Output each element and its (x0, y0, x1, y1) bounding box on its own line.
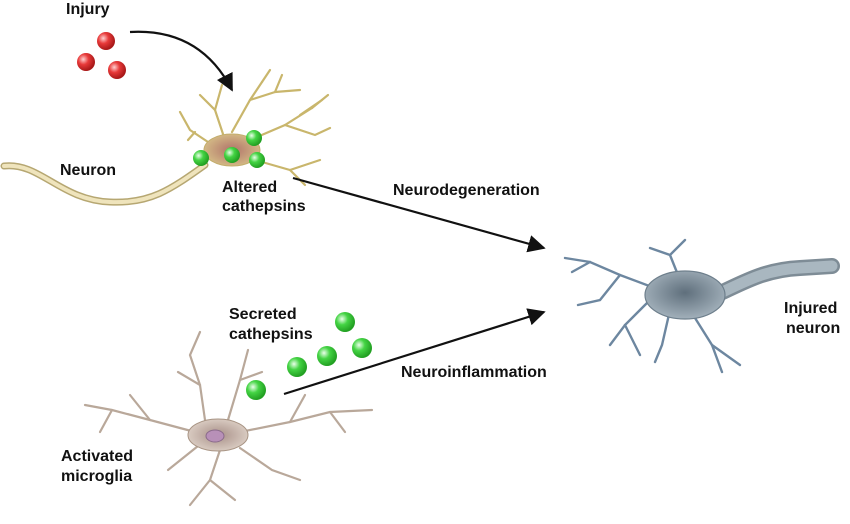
injury-arrow (129, 30, 233, 92)
label-altered-2: cathepsins (222, 198, 306, 215)
altered-cathepsin-particles (193, 130, 265, 168)
injury-particles (77, 32, 126, 79)
cathepsin-particle (287, 357, 307, 377)
injured-neuron (563, 238, 840, 374)
neuroinflammation-arrow (283, 308, 546, 396)
label-injured-1: Injured (784, 300, 838, 317)
activated-microglia (83, 330, 374, 507)
cathepsin-particle (335, 312, 355, 332)
cathepsin-particle (317, 346, 337, 366)
secreted-cathepsin-particles (246, 312, 372, 400)
healthy-neuron (0, 68, 332, 206)
injury-particle (97, 32, 115, 50)
label-microglia-2: microglia (61, 468, 133, 485)
injury-particle (77, 53, 95, 71)
label-neuron: Neuron (60, 162, 116, 179)
neurodegeneration-arrow (292, 176, 546, 253)
cathepsin-particle (193, 150, 209, 166)
label-neuroinflammation: Neuroinflammation (401, 364, 547, 381)
label-secreted-1: Secreted (229, 306, 297, 323)
label-neurodegeneration: Neurodegeneration (393, 182, 540, 199)
label-injury: Injury (66, 1, 110, 18)
label-secreted-2: cathepsins (229, 326, 313, 343)
injury-particle (108, 61, 126, 79)
label-microglia-1: Activated (61, 448, 134, 465)
cathepsin-particle (246, 380, 266, 400)
label-injured-2: neuron (786, 320, 841, 337)
cathepsin-particle (352, 338, 372, 358)
cathepsin-particle (246, 130, 262, 146)
cathepsin-particle (224, 147, 240, 163)
label-altered-1: Altered (222, 179, 278, 196)
cathepsin-particle (249, 152, 265, 168)
